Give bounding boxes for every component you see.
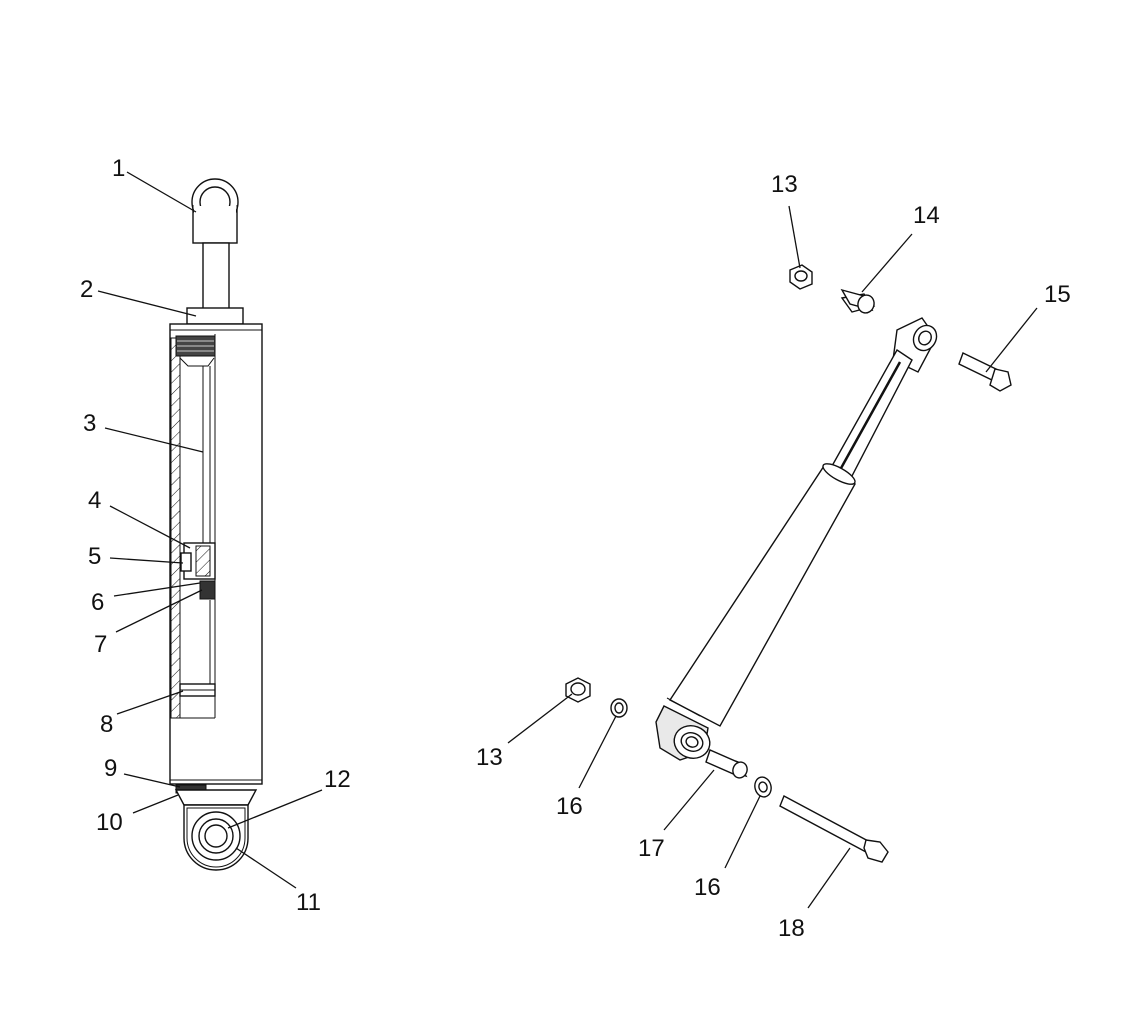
washer-lower-left — [610, 698, 628, 718]
lower-eye-mount — [183, 804, 249, 871]
callout-11: 11 — [296, 889, 321, 916]
piston-rod-angled — [831, 348, 913, 477]
washer-lower-right — [754, 776, 772, 798]
callout-1: 1 — [112, 155, 125, 182]
nut-upper — [789, 264, 813, 290]
callout-3: 3 — [83, 410, 96, 437]
callout-2: 2 — [80, 276, 93, 303]
callout-13-lower: 13 — [476, 744, 503, 771]
callout-10: 10 — [96, 809, 123, 836]
callout-16-right: 16 — [694, 874, 721, 901]
callout-6: 6 — [91, 589, 104, 616]
upper-eye-mount — [191, 178, 239, 244]
callout-5: 5 — [88, 543, 101, 570]
bolt-lower — [779, 795, 889, 863]
callout-12: 12 — [324, 766, 351, 793]
bushing-lower — [705, 749, 748, 779]
callout-8: 8 — [100, 711, 113, 738]
callout-15: 15 — [1044, 281, 1071, 308]
nut-lower — [565, 677, 591, 703]
leader-lines — [97, 171, 1038, 909]
bolt-upper — [958, 352, 1012, 392]
callout-16-left: 16 — [556, 793, 583, 820]
callout-4: 4 — [88, 487, 101, 514]
shock-body — [169, 323, 263, 785]
shock-assembly-angled — [655, 317, 938, 761]
callout-9: 9 — [104, 755, 117, 782]
callout-7: 7 — [94, 631, 107, 658]
callout-18: 18 — [778, 915, 805, 942]
callout-17: 17 — [638, 835, 665, 862]
lower-eye-angled — [655, 705, 711, 761]
callout-13-upper: 13 — [771, 171, 798, 198]
shock-body-angled — [666, 463, 856, 727]
bushing-upper — [840, 288, 876, 314]
cutaway-shock-assembly — [169, 178, 263, 871]
piston-rod-upper — [202, 242, 230, 310]
callout-numbers: 1 2 3 4 5 6 7 8 9 10 11 12 13 14 15 13 1… — [80, 155, 1071, 942]
callout-14: 14 — [913, 202, 940, 229]
